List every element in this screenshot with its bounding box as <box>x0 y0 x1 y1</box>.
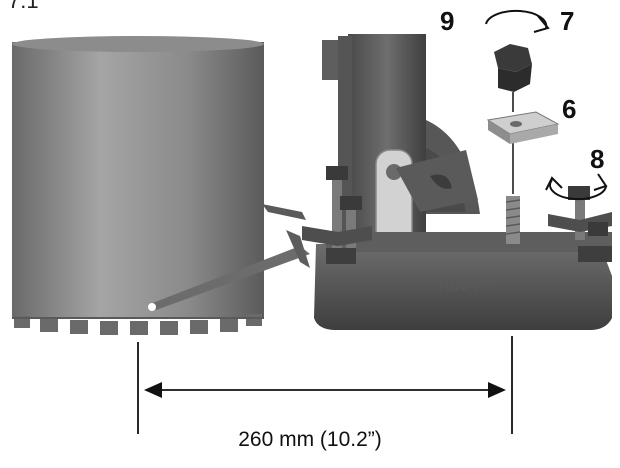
core-bit-segments <box>14 314 262 335</box>
base-plate: HUSQVARNA <box>314 232 612 330</box>
dimension-label: 260 mm (10.2”) <box>238 428 382 451</box>
left-leveling-screws <box>302 166 372 264</box>
callout-9: 9 <box>440 6 455 36</box>
section-label: 7.1 <box>8 0 39 13</box>
washer-plate <box>486 111 560 144</box>
lever-arm <box>148 204 310 311</box>
callout-8: 8 <box>590 144 605 174</box>
threaded-stud <box>505 92 521 244</box>
callout-7: 7 <box>560 6 575 36</box>
right-leveling-screw <box>548 186 612 262</box>
rotation-arrow-icon <box>545 173 608 201</box>
core-bit <box>12 36 264 335</box>
dimension-arrowheads <box>144 382 506 398</box>
dimension-lines <box>137 336 513 434</box>
top-nut <box>494 44 532 92</box>
callout-6: 6 <box>562 94 577 124</box>
rotation-arrow-icon <box>485 9 550 33</box>
